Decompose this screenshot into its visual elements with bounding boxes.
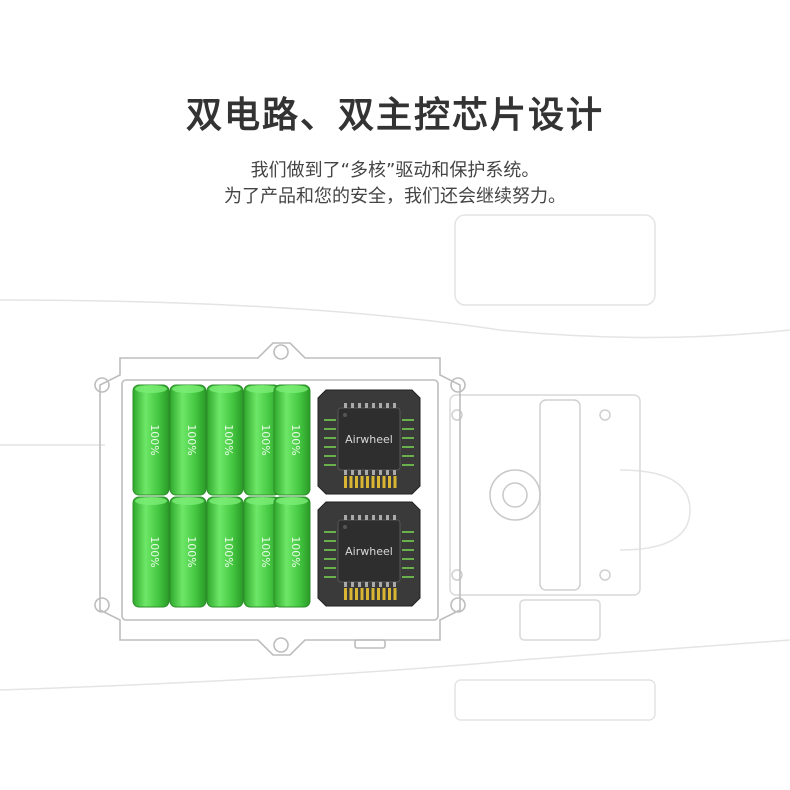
subtitle-line-2: 为了产品和您的安全，我们还会继续努力。 [224,186,566,207]
controller-chip: Airwheel [317,389,421,495]
controller-box [94,342,466,656]
battery-cell-label: 100% [185,536,198,567]
battery-pack: 100% 100% 100% 100% 100% 100% 100% 100% 100% 100% [132,384,311,608]
battery-cell-label: 100% [289,536,302,567]
battery-cell: 100% [273,384,311,496]
battery-cell: 100% [132,384,170,496]
battery-cell-label: 100% [185,424,198,455]
battery-cell: 100% [169,496,207,608]
battery-cell: 100% [243,496,281,608]
chip-brand-label: Airwheel [345,433,393,446]
battery-cell: 100% [243,384,281,496]
battery-cell-label: 100% [222,536,235,567]
scooter-outline [0,214,790,721]
battery-cell-label: 100% [148,536,161,567]
subtitle-line-1: 我们做到了“多核”驱动和保护系统。 [250,160,540,181]
battery-cell-label: 100% [259,536,272,567]
page-heading: 双电路、双主控芯片设计 [185,95,604,136]
battery-cell-label: 100% [289,424,302,455]
battery-cell-label: 100% [259,424,272,455]
controller-chip: Airwheel [317,501,421,607]
battery-cell-label: 100% [222,424,235,455]
battery-cell: 100% [206,496,244,608]
battery-cell: 100% [206,384,244,496]
chip-brand-label: Airwheel [345,545,393,558]
battery-cell-label: 100% [148,424,161,455]
battery-cell: 100% [273,496,311,608]
battery-cell: 100% [132,496,170,608]
battery-cell: 100% [169,384,207,496]
